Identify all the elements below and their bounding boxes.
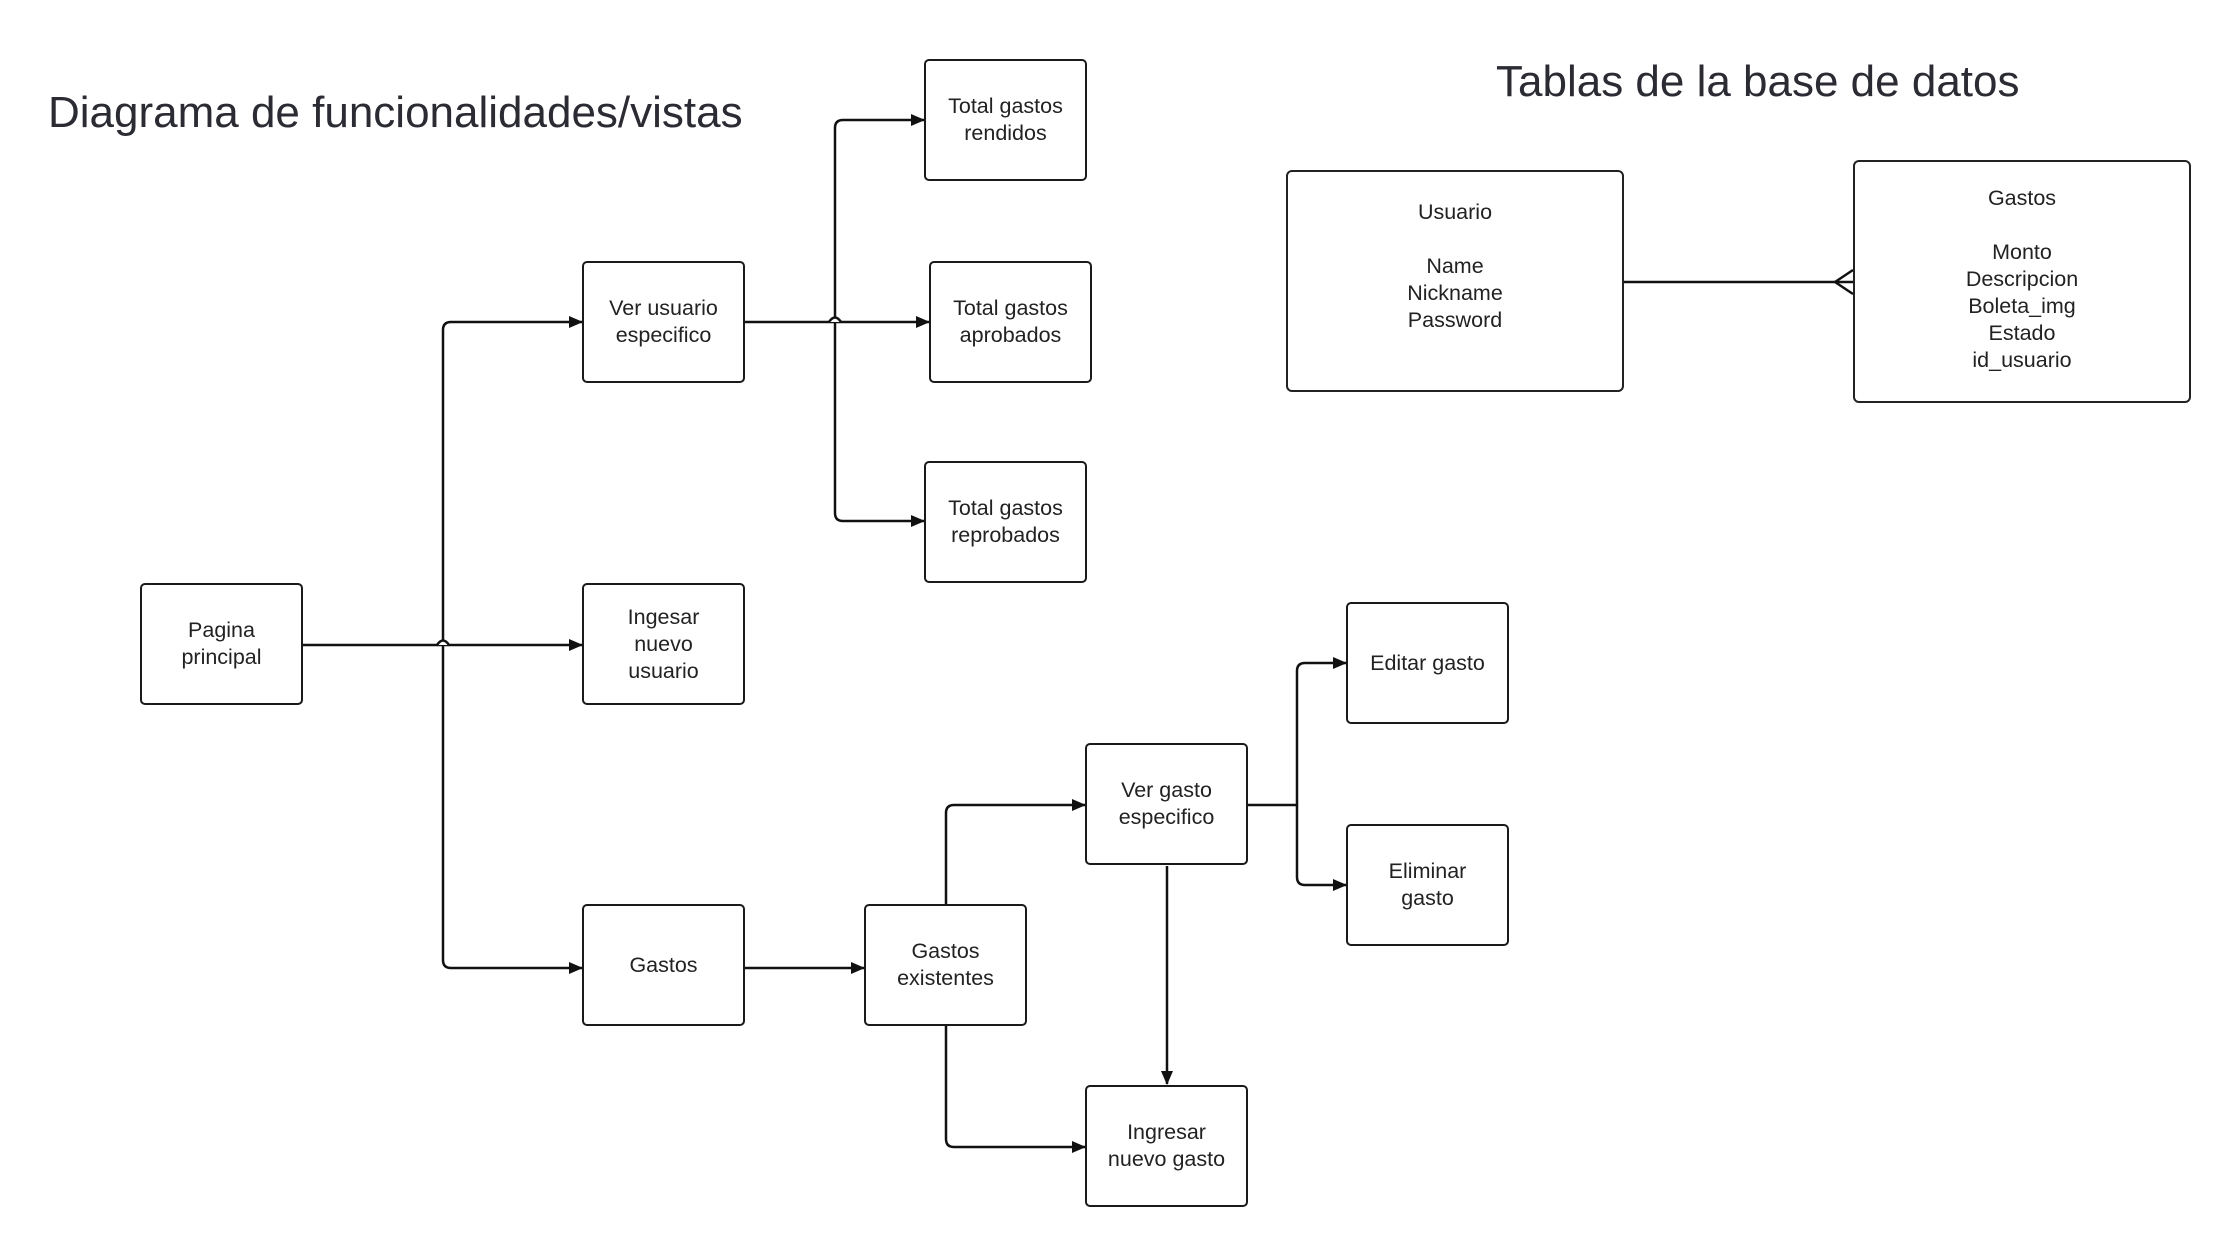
edge-main-to-gastos	[441, 645, 583, 974]
table-usuario: Usuario Name Nickname Password	[1286, 170, 1624, 392]
node-label: especifico	[615, 323, 712, 347]
table-name: Usuario	[1417, 200, 1493, 224]
table-field: Descripcion	[1965, 267, 2079, 291]
node-label: nuevo gasto	[1107, 1147, 1226, 1171]
node-total-reprobados: Total gastos reprobados	[924, 461, 1087, 583]
node-label: existentes	[897, 966, 994, 990]
node-ver-usuario: Ver usuario especifico	[582, 261, 745, 383]
line-hop	[827, 316, 843, 323]
node-gastos: Gastos	[582, 904, 745, 1026]
table-field: Monto	[1992, 240, 2052, 264]
node-label: Editar gasto	[1370, 650, 1485, 675]
node-total-rendidos: Total gastos rendidos	[924, 59, 1087, 181]
crows-foot	[1834, 268, 1854, 296]
edge-existentes-to-ver-gasto	[944, 799, 1086, 904]
node-ver-gasto: Ver gasto especifico	[1085, 743, 1248, 865]
edge-ver-usuario-to-reprobados	[833, 322, 925, 527]
table-field: Boleta_img	[1968, 294, 2076, 318]
node-ingresar-gasto: Ingresar nuevo gasto	[1085, 1085, 1248, 1207]
node-label: Ver gasto	[1121, 778, 1212, 802]
node-label: Pagina	[188, 618, 255, 642]
node-label: Eliminar	[1388, 859, 1467, 883]
node-label: nuevo	[634, 631, 693, 656]
node-label: Total gastos	[953, 296, 1068, 320]
table-field: Nickname	[1407, 281, 1503, 305]
node-editar-gasto: Editar gasto	[1346, 602, 1509, 724]
edge-ver-gasto-to-editar	[1248, 657, 1347, 807]
table-name: Gastos	[1987, 186, 2057, 210]
node-label: usuario	[628, 658, 699, 683]
node-label: Ingresar	[1127, 1120, 1206, 1144]
edge-main-to-ver-usuario	[302, 316, 583, 647]
node-label: principal	[181, 645, 262, 669]
edge-ver-usuario-to-rendidos	[745, 114, 925, 324]
node-label: Total gastos	[948, 496, 1063, 520]
node-label: gasto	[1401, 886, 1454, 910]
tables-title: Tablas de la base de datos	[1496, 57, 2020, 106]
node-pagina-principal: Pagina principal	[140, 583, 303, 705]
line-hop	[435, 639, 451, 646]
node-gastos-existentes: Gastos existentes	[864, 904, 1027, 1026]
edge-existentes-to-ingresar-gasto	[944, 1026, 1086, 1153]
edge-ver-gasto-to-eliminar	[1295, 805, 1347, 891]
table-field: id_usuario	[1972, 348, 2072, 372]
node-eliminar-gasto: Eliminar gasto	[1346, 824, 1509, 946]
table-gastos: Gastos Monto Descripcion Boleta_img Esta…	[1853, 160, 2191, 403]
node-label: reprobados	[951, 523, 1060, 547]
node-label: Ver usuario	[609, 296, 718, 320]
node-label: especifico	[1118, 805, 1215, 829]
table-field: Password	[1407, 308, 1503, 332]
node-label: Gastos	[911, 939, 980, 963]
node-label: Gastos	[629, 952, 698, 977]
table-field: Name	[1426, 254, 1484, 278]
node-label: Ingesar	[627, 604, 700, 629]
table-field: Estado	[1988, 321, 2056, 345]
node-label: rendidos	[964, 121, 1047, 145]
node-label: Total gastos	[948, 94, 1063, 118]
diagram-title: Diagrama de funcionalidades/vistas	[48, 88, 743, 137]
node-label: aprobados	[959, 323, 1062, 347]
node-total-aprobados: Total gastos aprobados	[929, 261, 1092, 383]
